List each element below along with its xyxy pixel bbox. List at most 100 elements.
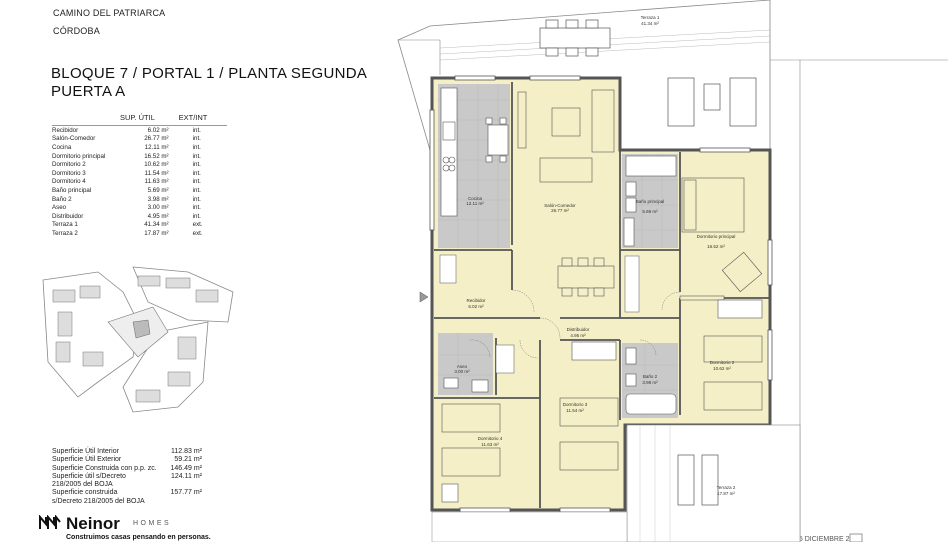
terrace2-loungers <box>677 454 719 506</box>
room-type-cell: int. <box>192 126 201 134</box>
room-type-cell: int. <box>192 169 201 177</box>
terraza1-label: Terraza 1 <box>641 15 660 20</box>
table-row: Baño 2 3.98 m² int. <box>52 195 227 204</box>
room-name-cell: Dormitorio 2 <box>52 161 86 169</box>
summary-value: 112.83 m² <box>171 448 202 455</box>
cocina-label: Cocina <box>468 196 483 201</box>
summary-label: Superficie Útil Exterior <box>52 456 122 464</box>
summary-label: Superficie construida s/Decreto 218/2005… <box>52 489 145 505</box>
dorm2-area: 10.62 m² <box>713 366 731 371</box>
room-type-cell: ext. <box>192 229 203 237</box>
neinor-logo-icon <box>39 515 61 529</box>
room-type-cell: int. <box>192 195 201 203</box>
distribuidor-label: Distribuidor <box>567 327 590 332</box>
aseo-area: 3.00 m² <box>454 369 470 374</box>
living-furniture <box>517 89 615 297</box>
room-name-cell: Dormitorio 4 <box>52 178 86 186</box>
site-plan-thumbnail <box>42 266 234 413</box>
bano2-area: 3.98 m² <box>642 380 658 385</box>
date-stamp: 25 DICIEMBRE 2022 <box>795 536 862 543</box>
summary-row: Superficie Construida con p.p. zc.146.49… <box>52 465 202 473</box>
room-type-cell: int. <box>192 135 201 143</box>
summary-row: Superficie Útil Interior 112.83 m² <box>52 448 202 456</box>
summary-row: Superficie construida s/Decreto 218/2005… <box>52 489 202 506</box>
brand-tagline: Construimos casas pensando en personas. <box>66 534 211 541</box>
table-row: Terraza 2 17.87 m² ext. <box>52 229 227 238</box>
room-area-cell: 16.52 m² <box>144 152 169 160</box>
room-name-cell: Recibidor <box>52 126 79 134</box>
bano-principal-label: Baño principal <box>636 199 665 204</box>
main-bath-fixtures <box>623 155 677 247</box>
address-street: CAMINO DEL PATRIARCA <box>53 8 166 18</box>
room-type-cell: int. <box>192 143 201 151</box>
table-row: Baño principal 5.69 m² int. <box>52 186 227 195</box>
dorm4-beds <box>441 403 501 503</box>
room-type-cell: int. <box>192 178 201 186</box>
room-name-cell: Baño 2 <box>52 195 72 203</box>
room-area-cell: 41.34 m² <box>144 221 169 229</box>
bath2-fixtures <box>625 347 677 415</box>
summary-value: 157.77 m² <box>170 489 202 497</box>
master-bed <box>679 177 763 301</box>
room-name-cell: Baño principal <box>52 186 92 194</box>
summary-value: 146.49 m² <box>170 464 202 472</box>
room-name-cell: Terraza 1 <box>52 221 78 229</box>
page-subtitle: PUERTA A <box>51 83 126 100</box>
salon-label: Salón-Comedor <box>544 203 576 208</box>
dorm3-label: Dormitorio 3 <box>563 402 588 407</box>
summary-label: Superficie Útil Interior <box>52 448 119 455</box>
table-header-row: SUP. ÚTIL EXT/INT <box>52 113 227 126</box>
room-name-cell: Dormitorio 3 <box>52 169 86 177</box>
room-type-cell: int. <box>192 152 201 160</box>
dorm2-label: Dormitorio 2 <box>710 360 735 365</box>
room-area-cell: 17.87 m² <box>144 229 169 237</box>
col-type-header: EXT/INT <box>178 113 227 126</box>
summary-label: Superficie útil s/Decreto 218/2005 del B… <box>52 472 126 489</box>
bano2-label: Baño 2 <box>643 374 658 379</box>
entrance-arrow-icon <box>419 291 429 303</box>
room-name-cell: Terraza 2 <box>52 229 78 237</box>
room-name-cell: Distribuidor <box>52 212 84 220</box>
dorm4-label: Dormitorio 4 <box>478 436 503 441</box>
room-area-cell: 11.63 m² <box>144 178 169 186</box>
dorm2-beds <box>703 299 763 411</box>
page-title: BLOQUE 7 / PORTAL 1 / PLANTA SEGUNDA <box>51 65 368 82</box>
room-name-cell: Aseo <box>52 204 67 212</box>
table-row: Aseo 3.00 m² int. <box>52 203 227 212</box>
summary-value: 59.21 m² <box>174 456 202 464</box>
brand-name: Neinor <box>66 514 120 533</box>
room-type-cell: ext. <box>192 221 203 229</box>
room-type-cell: int. <box>192 204 201 212</box>
salon-area: 26.77 m² <box>551 208 569 213</box>
summary-row: Superficie útil s/Decreto 218/2005 del B… <box>52 473 202 490</box>
room-type-cell: int. <box>192 186 201 194</box>
dorm-principal-label: Dormitorio principal <box>697 234 736 239</box>
room-type-cell: int. <box>192 161 201 169</box>
room-area-cell: 3.98 m² <box>147 195 169 203</box>
col-area-header: SUP. ÚTIL <box>120 113 179 126</box>
room-area-cell: 12.11 m² <box>144 143 169 151</box>
bano-principal-area: 5.69 m² <box>642 209 658 214</box>
table-row: Recibidor 6.02 m² int. <box>52 126 227 135</box>
room-name-cell: Dormitorio principal <box>52 152 106 160</box>
dorm4-area: 11.63 m² <box>481 442 499 447</box>
room-area-cell: 4.95 m² <box>147 212 169 220</box>
room-area-cell: 5.69 m² <box>147 186 169 194</box>
room-area-cell: 10.62 m² <box>144 161 169 169</box>
table-row: Dormitorio principal 16.52 m² int. <box>52 152 227 161</box>
table-row: Dormitorio 4 11.63 m² int. <box>52 178 227 187</box>
distribuidor-area: 4.95 m² <box>570 333 586 338</box>
room-area-cell: 3.00 m² <box>147 204 169 212</box>
room-area-cell: 6.02 m² <box>147 126 169 134</box>
table-row: Distribuidor 4.95 m² int. <box>52 212 227 221</box>
aseo-label: Aseo <box>457 364 468 369</box>
terraza2-label: Terraza 2 <box>717 485 736 490</box>
surface-summary: Superficie Útil Interior 112.83 m² Superf… <box>52 448 202 506</box>
summary-row: Superficie Útil Exterior 59.21 m² <box>52 456 202 464</box>
recibidor-area: 6.02 m² <box>468 304 484 309</box>
room-area-cell: 26.77 m² <box>144 135 169 143</box>
summary-value: 124.11 m² <box>171 472 202 480</box>
room-type-cell: int. <box>192 212 201 220</box>
